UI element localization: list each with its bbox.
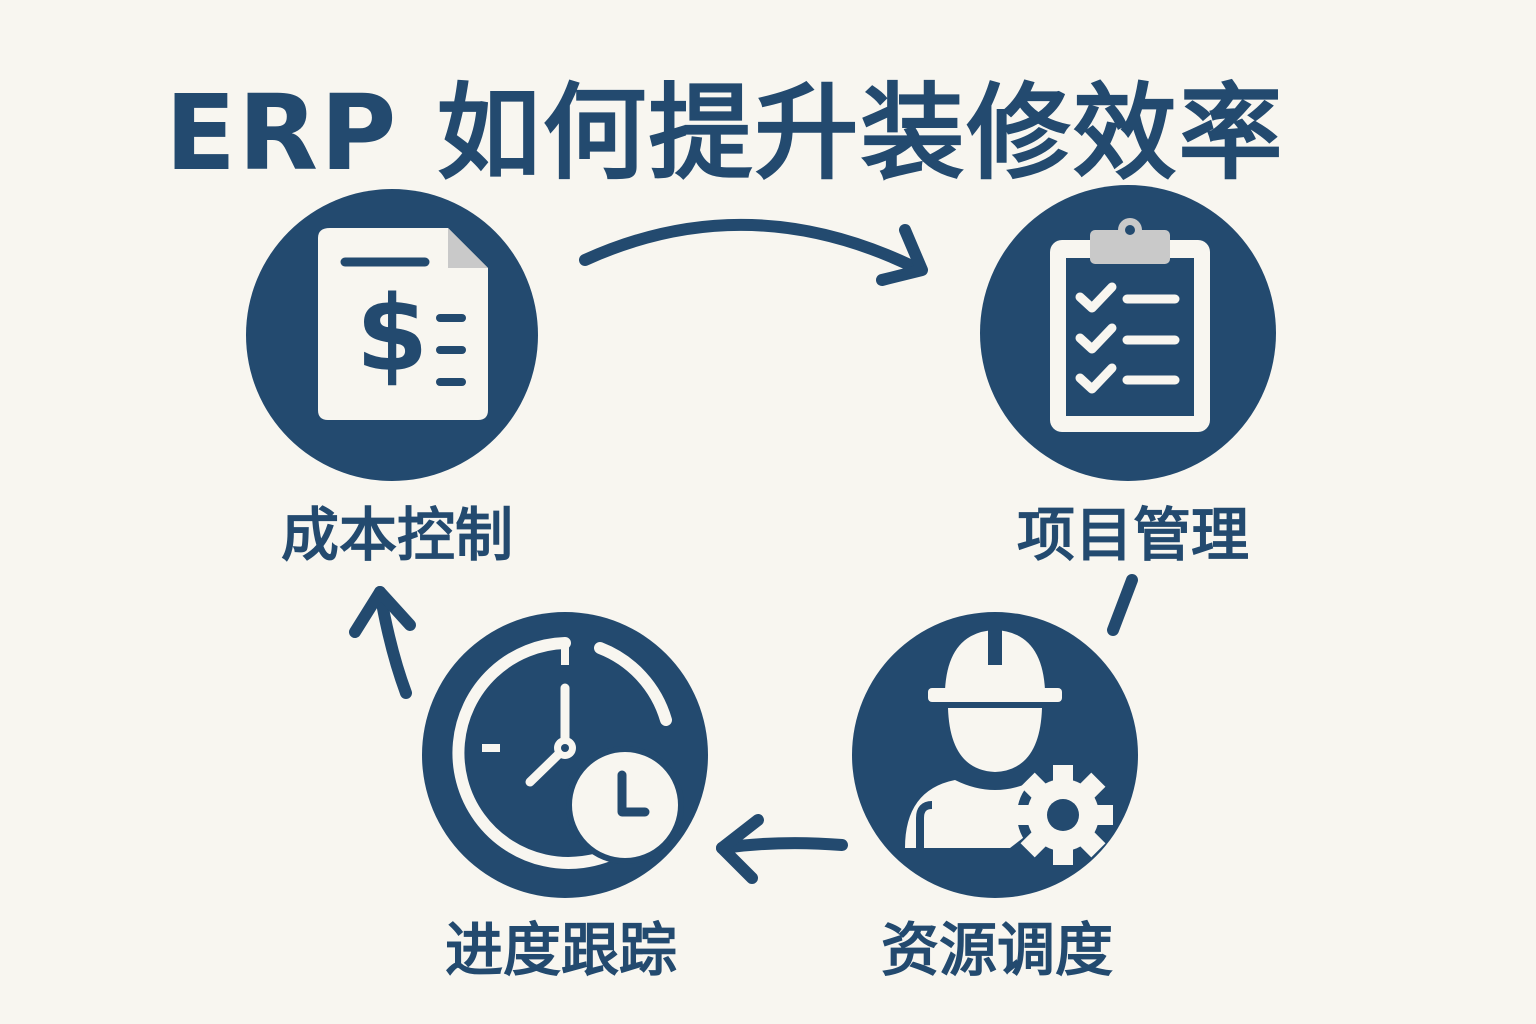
node-project-management (980, 185, 1276, 481)
arrow-progress-to-cost (349, 586, 416, 699)
node-progress-tracking (422, 612, 708, 898)
arrow-resource-to-progress (716, 814, 848, 884)
node-label-project-management: 项目管理 (1016, 501, 1250, 569)
gear-icon (1013, 765, 1113, 865)
clipboard-checklist-icon (1050, 218, 1210, 432)
arrow-cost-to-project (579, 218, 928, 286)
clock-icon (452, 637, 684, 869)
svg-text:$: $ (356, 273, 428, 395)
worker-gear-icon (905, 630, 1113, 865)
page-title: ERP 如何提升装修效率 (165, 72, 1285, 194)
node-cost-control: $ (246, 189, 538, 481)
node-label-cost-control: 成本控制 (280, 501, 514, 569)
node-label-progress-tracking: 进度跟踪 (444, 916, 678, 984)
invoice-dollar-icon: $ (318, 228, 488, 420)
node-resource-scheduling (852, 612, 1138, 898)
node-label-resource-scheduling: 资源调度 (880, 916, 1114, 984)
connector-project-to-resource (1107, 574, 1138, 636)
